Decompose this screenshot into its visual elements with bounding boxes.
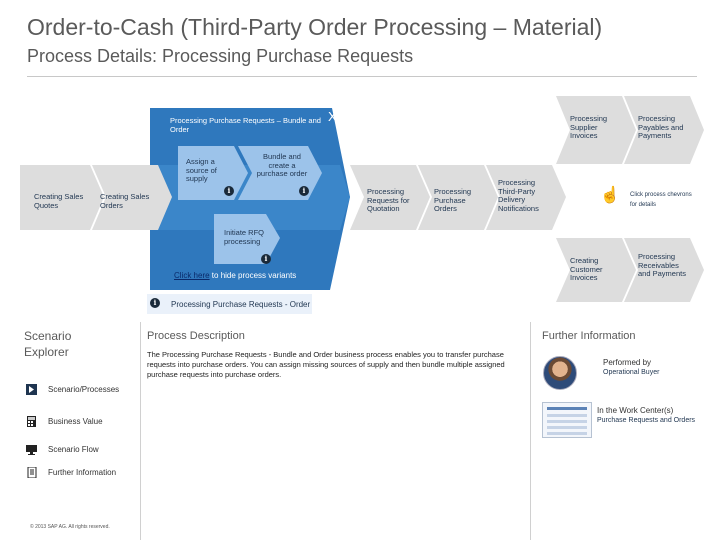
work-center-thumbnail <box>542 402 592 438</box>
step-creating-sales-quotes-label: Creating Sales Quotes <box>34 192 84 210</box>
monitor-icon <box>26 445 37 455</box>
hide-variants-text: Click here to hide process variants <box>174 271 296 280</box>
step-third-party-delivery-label: Processing Third-Party Delivery Notifica… <box>498 178 539 213</box>
document-icon <box>27 467 37 478</box>
chevron-processing-receivables-payments[interactable] <box>624 238 704 302</box>
page-subtitle: Process Details: Processing Purchase Req… <box>27 46 414 66</box>
hide-variants-rest: to hide process variants <box>209 271 297 280</box>
nav-item-label: Further Information <box>48 468 117 477</box>
process-variant-row[interactable]: i Processing Purchase Requests - Order <box>147 294 312 314</box>
info-icon[interactable]: i <box>261 254 271 264</box>
info-icon[interactable]: i <box>299 186 309 196</box>
chevron-creating-sales-quotes[interactable] <box>20 165 104 230</box>
copyright-text: © 2013 SAP AG. All rights reserved. <box>30 524 110 530</box>
panel-divider-left <box>140 322 141 540</box>
chevron-processing-payables-payments[interactable] <box>624 96 704 164</box>
chevron-creating-customer-invoices[interactable] <box>556 238 636 302</box>
step-processing-purchase-orders-label: Processing Purchase Orders <box>434 187 472 213</box>
avatar <box>543 356 577 390</box>
step-payables-payments-label: Processing Payables and Payments <box>638 114 684 140</box>
calculator-icon <box>27 416 36 427</box>
chevron-processing-supplier-invoices[interactable] <box>556 96 636 164</box>
arrow-right-icon <box>26 384 37 395</box>
close-expanded-button[interactable]: X <box>328 109 337 124</box>
step-customer-invoices-label: Creating Customer Invoices <box>570 256 603 282</box>
substep-bundle-create-label: Bundle and create a purchase order <box>256 152 308 178</box>
subchevron-initiate-rfq[interactable] <box>214 214 280 264</box>
step-processing-rfq-label: Processing Requests for Quotation <box>367 187 410 213</box>
performed-by-value: Operational Buyer <box>603 369 660 376</box>
performed-by-label: Performed by <box>603 358 652 367</box>
scenario-explorer-title: Scenario Explorer <box>24 329 72 359</box>
process-description-heading: Process Description <box>147 330 245 342</box>
info-icon[interactable]: i <box>150 298 160 308</box>
further-information-heading: Further Information <box>542 330 636 342</box>
info-icon[interactable]: i <box>224 186 234 196</box>
process-variant-label: Processing Purchase Requests - Order <box>171 300 311 309</box>
panel-divider-right <box>530 322 531 540</box>
chevron-creating-sales-orders[interactable] <box>92 165 172 230</box>
process-flow-diagram <box>20 96 704 302</box>
header-divider <box>27 76 697 77</box>
page-title: Order-to-Cash (Third-Party Order Process… <box>27 14 603 40</box>
substep-assign-source-label: Assign a source of supply <box>186 157 217 183</box>
substep-initiate-rfq-label: Initiate RFQ processing <box>224 228 265 246</box>
work-center-value: Purchase Requests and Orders <box>597 417 696 424</box>
chevron-processing-purchase-orders[interactable] <box>418 165 498 230</box>
expanded-process-title: Processing Purchase Requests – Bundle an… <box>170 116 321 134</box>
work-center-label: In the Work Center(s) <box>597 406 674 415</box>
hide-variants-link[interactable]: Click here <box>174 271 210 280</box>
nav-item-label: Business Value <box>48 417 103 426</box>
step-receivables-payments-label: Processing Receivables and Payments <box>638 252 686 278</box>
hand-pointer-icon: ☝ <box>600 187 620 204</box>
click-hint-text: Click process chevrons for details <box>630 192 692 208</box>
step-creating-sales-orders-label: Creating Sales Orders <box>100 192 150 210</box>
chevron-processing-third-party-delivery[interactable] <box>486 165 566 230</box>
process-description-text: The Processing Purchase Requests - Bundl… <box>147 350 505 379</box>
step-supplier-invoices-label: Processing Supplier Invoices <box>570 114 608 140</box>
nav-item-label: Scenario/Processes <box>48 385 120 394</box>
chevron-processing-rfq[interactable] <box>350 165 430 230</box>
nav-item-label: Scenario Flow <box>48 445 99 454</box>
